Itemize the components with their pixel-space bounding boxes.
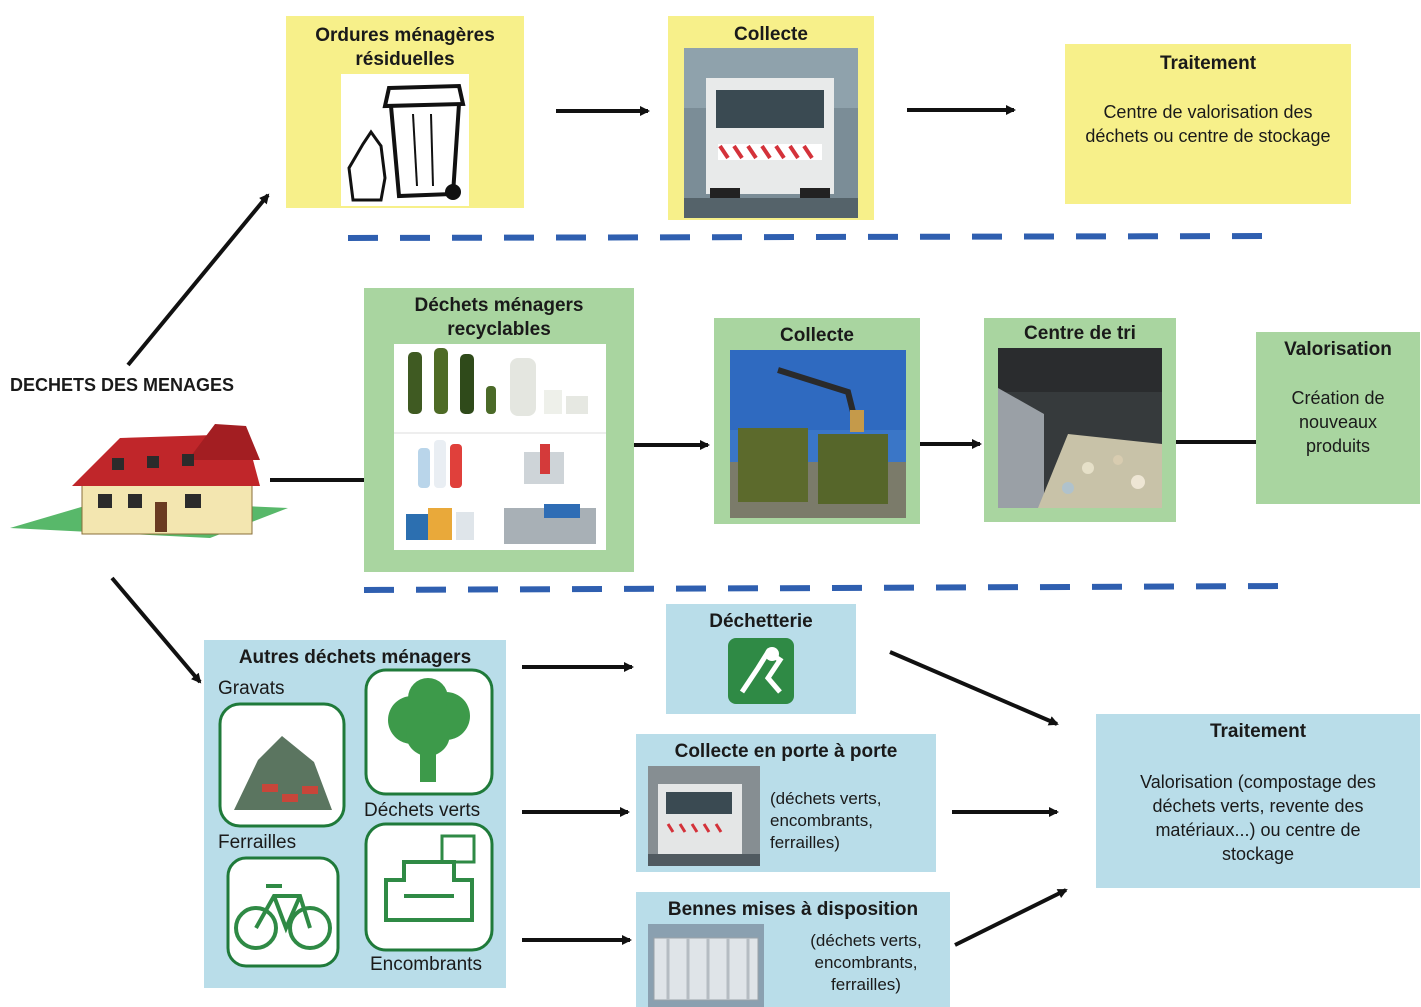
garbage-truck-photo bbox=[684, 48, 858, 218]
arrow-dechetterie-to-traitement bbox=[889, 650, 1059, 726]
armchair-icon bbox=[364, 822, 494, 952]
gravats-icon bbox=[218, 702, 346, 828]
sorting-center-photo bbox=[998, 348, 1162, 508]
porte-box: Collecte en porte à porte (déchets verts… bbox=[636, 734, 936, 872]
collecte2-title: Collecte bbox=[780, 325, 854, 346]
door-collection-photo bbox=[648, 766, 760, 866]
centre-tri-title: Centre de tri bbox=[1024, 323, 1136, 344]
left-label: DECHETS DES MENAGES bbox=[10, 375, 235, 395]
valorisation-title: Valorisation bbox=[1284, 339, 1392, 360]
traitement1-title: Traitement bbox=[1159, 53, 1257, 74]
dechetterie-title: Déchetterie bbox=[709, 611, 813, 632]
bicycle-icon bbox=[226, 856, 340, 968]
house-icon bbox=[10, 424, 288, 538]
arrow-house-to-autres bbox=[110, 576, 202, 684]
bennes-title: Bennes mises à disposition bbox=[667, 899, 919, 920]
collecte1-title: Collecte bbox=[734, 24, 808, 45]
collecte2-box: Collecte bbox=[714, 318, 920, 524]
collection-crane-photo bbox=[730, 350, 906, 518]
arrow-bennes-to-traitement bbox=[954, 888, 1068, 947]
traitement3-text: Valorisation (compostage des déchets ver… bbox=[1140, 772, 1376, 864]
ordures-title: Ordures ménagères résiduelles bbox=[315, 25, 495, 70]
tree-icon bbox=[364, 668, 494, 796]
trash-bin-image bbox=[341, 74, 469, 206]
traitement1-text: Centre de valorisation des déchets ou ce… bbox=[1085, 102, 1331, 146]
ferrailles-label: Ferrailles bbox=[218, 832, 297, 853]
recyclables-title: Déchets ménagers recyclables bbox=[414, 295, 584, 340]
collecte1-box: Collecte bbox=[668, 16, 874, 220]
dechetterie-icon bbox=[728, 638, 794, 704]
traitement3-box: Traitement Valorisation (compostage des … bbox=[1096, 714, 1420, 888]
porte-text: (déchets verts, encombrants, ferrailles) bbox=[770, 789, 882, 852]
porte-title: Collecte en porte à porte bbox=[674, 741, 898, 762]
dechets-verts-label: Déchets verts bbox=[364, 800, 481, 821]
bennes-text: (déchets verts, encombrants, ferrailles) bbox=[810, 931, 922, 994]
separator-top bbox=[347, 233, 1276, 241]
separator-bottom bbox=[363, 583, 1291, 593]
autres-box: Autres déchets ménagers Gravats Déchets … bbox=[204, 640, 506, 988]
autres-title: Autres déchets ménagers bbox=[238, 647, 472, 668]
ordures-box: Ordures ménagères résiduelles bbox=[286, 16, 524, 208]
encombrants-label: Encombrants bbox=[370, 954, 482, 975]
bennes-box: Bennes mises à disposition (déchets vert… bbox=[636, 892, 950, 1007]
dumpster-photo bbox=[648, 924, 764, 1007]
valorisation-box: Valorisation Création de nouveaux produi… bbox=[1256, 332, 1420, 504]
centre-tri-box: Centre de tri bbox=[984, 318, 1176, 522]
recyclables-box: Déchets ménagers recyclables bbox=[364, 288, 634, 572]
gravats-label: Gravats bbox=[218, 678, 285, 699]
valorisation-text: Création de nouveaux produits bbox=[1291, 388, 1385, 456]
arrow-house-to-ordures bbox=[126, 193, 270, 367]
dechetterie-box: Déchetterie bbox=[666, 604, 856, 714]
recyclables-image bbox=[394, 344, 606, 550]
trash-bin-icon bbox=[347, 83, 466, 202]
traitement3-title: Traitement bbox=[1209, 721, 1307, 742]
traitement1-box: Traitement Centre de valorisation des dé… bbox=[1065, 44, 1351, 204]
